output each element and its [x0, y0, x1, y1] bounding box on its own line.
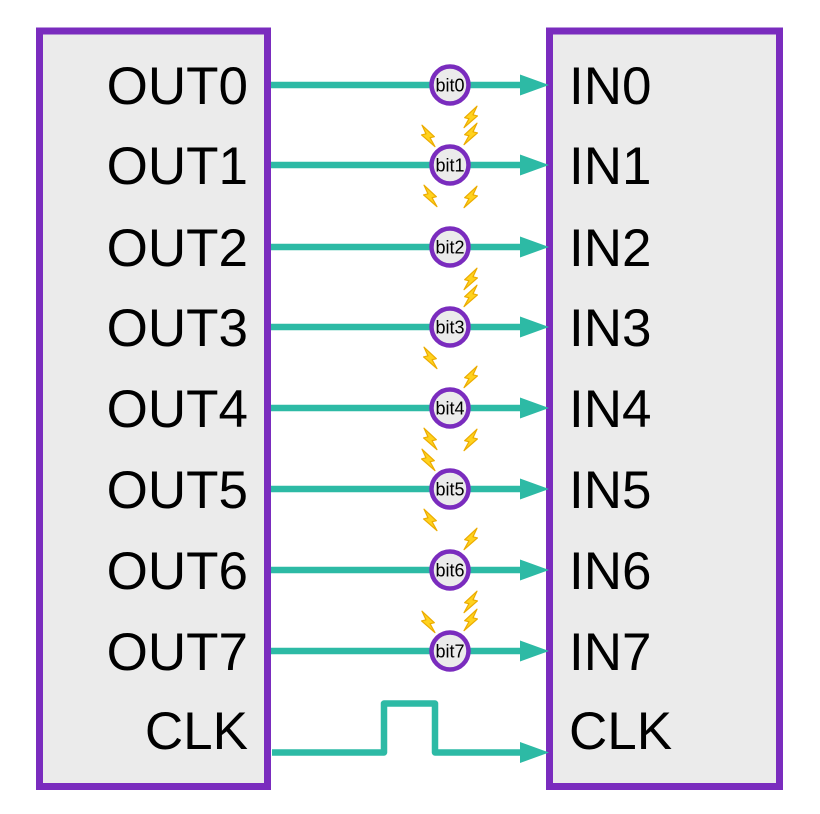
bit-circle [429, 387, 471, 429]
clk-out-label: CLK [145, 702, 248, 761]
bit-row: bit0 OUT0 IN0 [107, 57, 651, 131]
bit-circle [429, 144, 471, 186]
lightning-icon [461, 525, 481, 553]
bit-label: bit4 [435, 399, 464, 419]
in-port-label: IN7 [569, 623, 651, 682]
arrowhead-icon [520, 478, 549, 500]
lightning-icon [418, 446, 438, 474]
bit-circle [429, 468, 471, 510]
lightning-icon [420, 344, 440, 372]
out-port-label: OUT1 [107, 137, 248, 196]
in-port-label: IN6 [569, 542, 651, 601]
clk-pulse-wire [272, 700, 523, 756]
arrowhead-icon [520, 397, 549, 419]
bit-label: bit6 [435, 561, 464, 581]
arrowhead-icon [520, 74, 549, 96]
in-port-label: IN5 [569, 461, 651, 520]
out-port-label: OUT7 [107, 623, 248, 682]
bit-circle [429, 306, 471, 348]
bit-circle [429, 64, 471, 106]
lightning-icon [420, 425, 440, 453]
bit-row: bit3 OUT3 IN3 [107, 282, 651, 372]
out-port-label: OUT0 [107, 57, 248, 116]
lightning-icon [461, 103, 481, 131]
lightning-icon [461, 363, 481, 391]
lightning-icon [461, 265, 481, 293]
arrowhead-icon [520, 640, 549, 662]
bit-label: bit2 [435, 238, 464, 258]
in-port-label: IN3 [569, 299, 651, 358]
bit-row: bit2 OUT2 IN2 [107, 219, 651, 293]
in-port-label: IN1 [569, 137, 651, 196]
arrowhead-icon [520, 154, 549, 176]
bit-label: bit7 [435, 642, 464, 662]
sender-box [36, 27, 271, 790]
clk-row: CLK CLK [145, 700, 672, 763]
in-port-label: IN2 [569, 219, 651, 278]
arrowhead-icon [520, 559, 549, 581]
bit-row: bit7 OUT7 IN7 [107, 606, 651, 682]
bit-circle [429, 630, 471, 672]
lightning-icon [461, 183, 481, 211]
lightning-icon [420, 182, 440, 210]
receiver-box [546, 27, 783, 790]
bit-circle [429, 549, 471, 591]
lightning-icon [461, 588, 481, 616]
bit-row: bit6 OUT6 IN6 [107, 525, 651, 616]
out-port-label: OUT5 [107, 461, 248, 520]
clk-in-label: CLK [569, 702, 672, 761]
lightning-icon [418, 122, 438, 150]
bit-label: bit3 [435, 318, 464, 338]
arrowhead-icon [520, 236, 549, 258]
out-port-label: OUT2 [107, 219, 248, 278]
bit-row: bit5 OUT5 IN5 [107, 446, 651, 534]
lightning-icon [420, 506, 440, 534]
bit-row: bit1 OUT1 IN1 [107, 120, 651, 211]
out-port-label: OUT6 [107, 542, 248, 601]
in-port-label: IN4 [569, 380, 651, 439]
lightning-icon [461, 426, 481, 454]
bit-circle [429, 226, 471, 268]
arrowhead-icon [520, 316, 549, 338]
bit-label: bit0 [435, 76, 464, 96]
bit-label: bit1 [435, 156, 464, 176]
out-port-label: OUT3 [107, 299, 248, 358]
in-port-label: IN0 [569, 57, 651, 116]
bit-row: bit4 OUT4 IN4 [107, 363, 651, 454]
out-port-label: OUT4 [107, 380, 248, 439]
lightning-icon [418, 608, 438, 636]
bit-label: bit5 [435, 480, 464, 500]
arrowhead-icon [520, 742, 549, 763]
